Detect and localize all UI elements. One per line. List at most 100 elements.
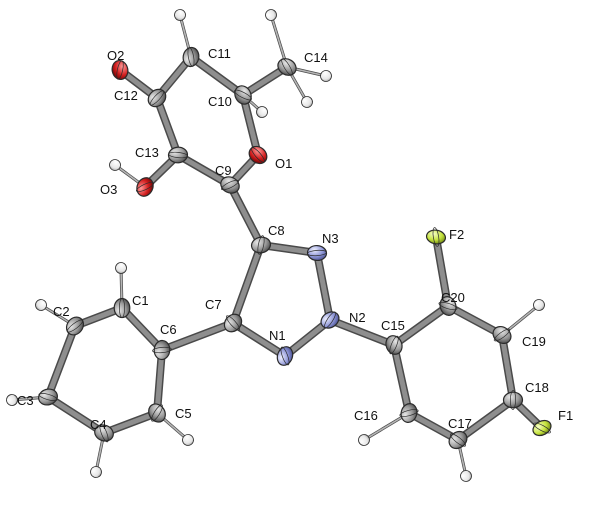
atom-label-o1: O1 [275, 156, 292, 171]
atom-h14a [265, 9, 277, 21]
bond-c20-f2 [432, 233, 452, 310]
bond-c8-c9 [226, 181, 265, 249]
atom-c18 [502, 391, 524, 409]
bond-c17-c18 [454, 396, 517, 444]
bond-c5-c6 [153, 346, 166, 417]
atom-c4-principal-axis [99, 423, 109, 443]
atom-c19 [492, 325, 512, 345]
atom-c19-principal-axis [493, 328, 511, 342]
atom-label-c16: C16 [354, 408, 378, 423]
atom-o1 [248, 145, 268, 165]
atom-label-c8: C8 [268, 223, 285, 238]
atom-h14c [320, 70, 332, 82]
atom-o1-principal-axis [251, 147, 265, 163]
atom-f2 [425, 229, 447, 245]
atom-c2-principal-axis [66, 319, 84, 333]
atom-n3 [306, 244, 328, 262]
atom-label-f1: F1 [558, 408, 573, 423]
atom-label-c1: C1 [132, 293, 149, 308]
atom-c17-principal-axis [449, 433, 467, 447]
atom-c14-principal-axis [281, 58, 293, 76]
atom-c5-principal-axis [151, 404, 163, 422]
atom-o2-principal-axis [116, 60, 124, 80]
atom-c18-principal-axis [509, 390, 517, 410]
atom-c1-principal-axis [118, 298, 126, 318]
atom-c20-principal-axis [438, 301, 458, 311]
atom-label-c12: C12 [114, 88, 138, 103]
atom-label-c11: C11 [208, 46, 231, 61]
bond-n1-c7 [229, 319, 289, 360]
atom-label-c6: C6 [160, 322, 177, 337]
atom-h5 [182, 434, 194, 446]
atom-label-c10: C10 [208, 94, 232, 109]
atom-c7-principal-axis [225, 315, 241, 331]
atom-c8 [250, 236, 272, 254]
atom-h19 [533, 299, 545, 311]
atom-o2 [111, 59, 129, 81]
atom-c6-principal-axis [152, 346, 172, 354]
atom-h4 [90, 466, 102, 478]
atom-c13-principal-axis [168, 151, 188, 159]
atom-label-c18: C18 [525, 380, 549, 395]
atom-c11-principal-axis [187, 47, 195, 67]
bond-c4-c5 [100, 409, 161, 437]
atom-c13 [167, 146, 189, 164]
bond-c6-c7 [158, 319, 237, 354]
atom-n1-principal-axis [280, 346, 290, 366]
atom-c5 [148, 403, 166, 423]
bond-c20-c15 [390, 302, 452, 349]
atom-label-c13: C13 [135, 145, 159, 160]
atom-h14b [301, 96, 313, 108]
bond-c3-c4 [44, 393, 108, 437]
bond-c10-c14 [239, 63, 291, 99]
atom-label-c3: C3 [17, 393, 34, 408]
atom-n2 [320, 311, 340, 329]
atom-label-o2: O2 [107, 48, 124, 63]
bond-c7-c8 [229, 241, 265, 327]
atom-h16 [358, 434, 370, 446]
atom-label-o3: O3 [100, 182, 117, 197]
atom-c3-principal-axis [38, 392, 58, 402]
bond-o1-c10 [239, 91, 262, 159]
atom-label-c19: C19 [522, 334, 546, 349]
atom-c8-principal-axis [257, 235, 265, 255]
atom-label-c5: C5 [175, 406, 192, 421]
atom-label-n1: N1 [269, 328, 286, 343]
atom-c11 [182, 46, 200, 68]
atom-h10 [256, 106, 268, 118]
bond-layer [10, 13, 546, 478]
atom-c20 [439, 296, 457, 316]
atom-c7 [223, 313, 243, 333]
bond-c6-c1 [118, 304, 166, 354]
atom-label-c17: C17 [448, 416, 472, 431]
atom-f1-principal-axis [533, 422, 551, 434]
bond-n3-n2 [313, 249, 334, 324]
bond-c18-c19 [498, 331, 517, 404]
label-layer: C1C2C3C4C5C6C7C8C9C10C11C12C13C14C15C16C… [17, 46, 573, 432]
atom-h3 [6, 394, 18, 406]
atom-label-n2: N2 [349, 310, 366, 325]
atom-n2-principal-axis [324, 311, 336, 329]
atom-label-c15: C15 [381, 318, 405, 333]
atom-label-c20: C20 [441, 290, 465, 305]
atom-ho3 [109, 159, 121, 171]
atom-h17 [460, 470, 472, 482]
atom-c14 [277, 58, 297, 76]
atom-label-c4: C4 [90, 417, 107, 432]
atom-h11 [174, 9, 186, 21]
bond-c2-c3 [44, 322, 79, 401]
bond-c15-c16 [390, 341, 413, 417]
atom-label-c14: C14 [304, 50, 328, 65]
atom-c12-principal-axis [149, 90, 165, 106]
atom-f1 [532, 419, 552, 437]
atom-label-f2: F2 [449, 227, 464, 242]
atom-label-c7: C7 [205, 297, 222, 312]
atom-label-c2: C2 [53, 304, 70, 319]
bond-c10-c11 [187, 53, 247, 99]
atom-c1 [113, 297, 131, 319]
atom-c10-principal-axis [234, 89, 252, 101]
bond-c19-c20 [444, 302, 506, 339]
bond-c16-c17 [405, 409, 462, 444]
